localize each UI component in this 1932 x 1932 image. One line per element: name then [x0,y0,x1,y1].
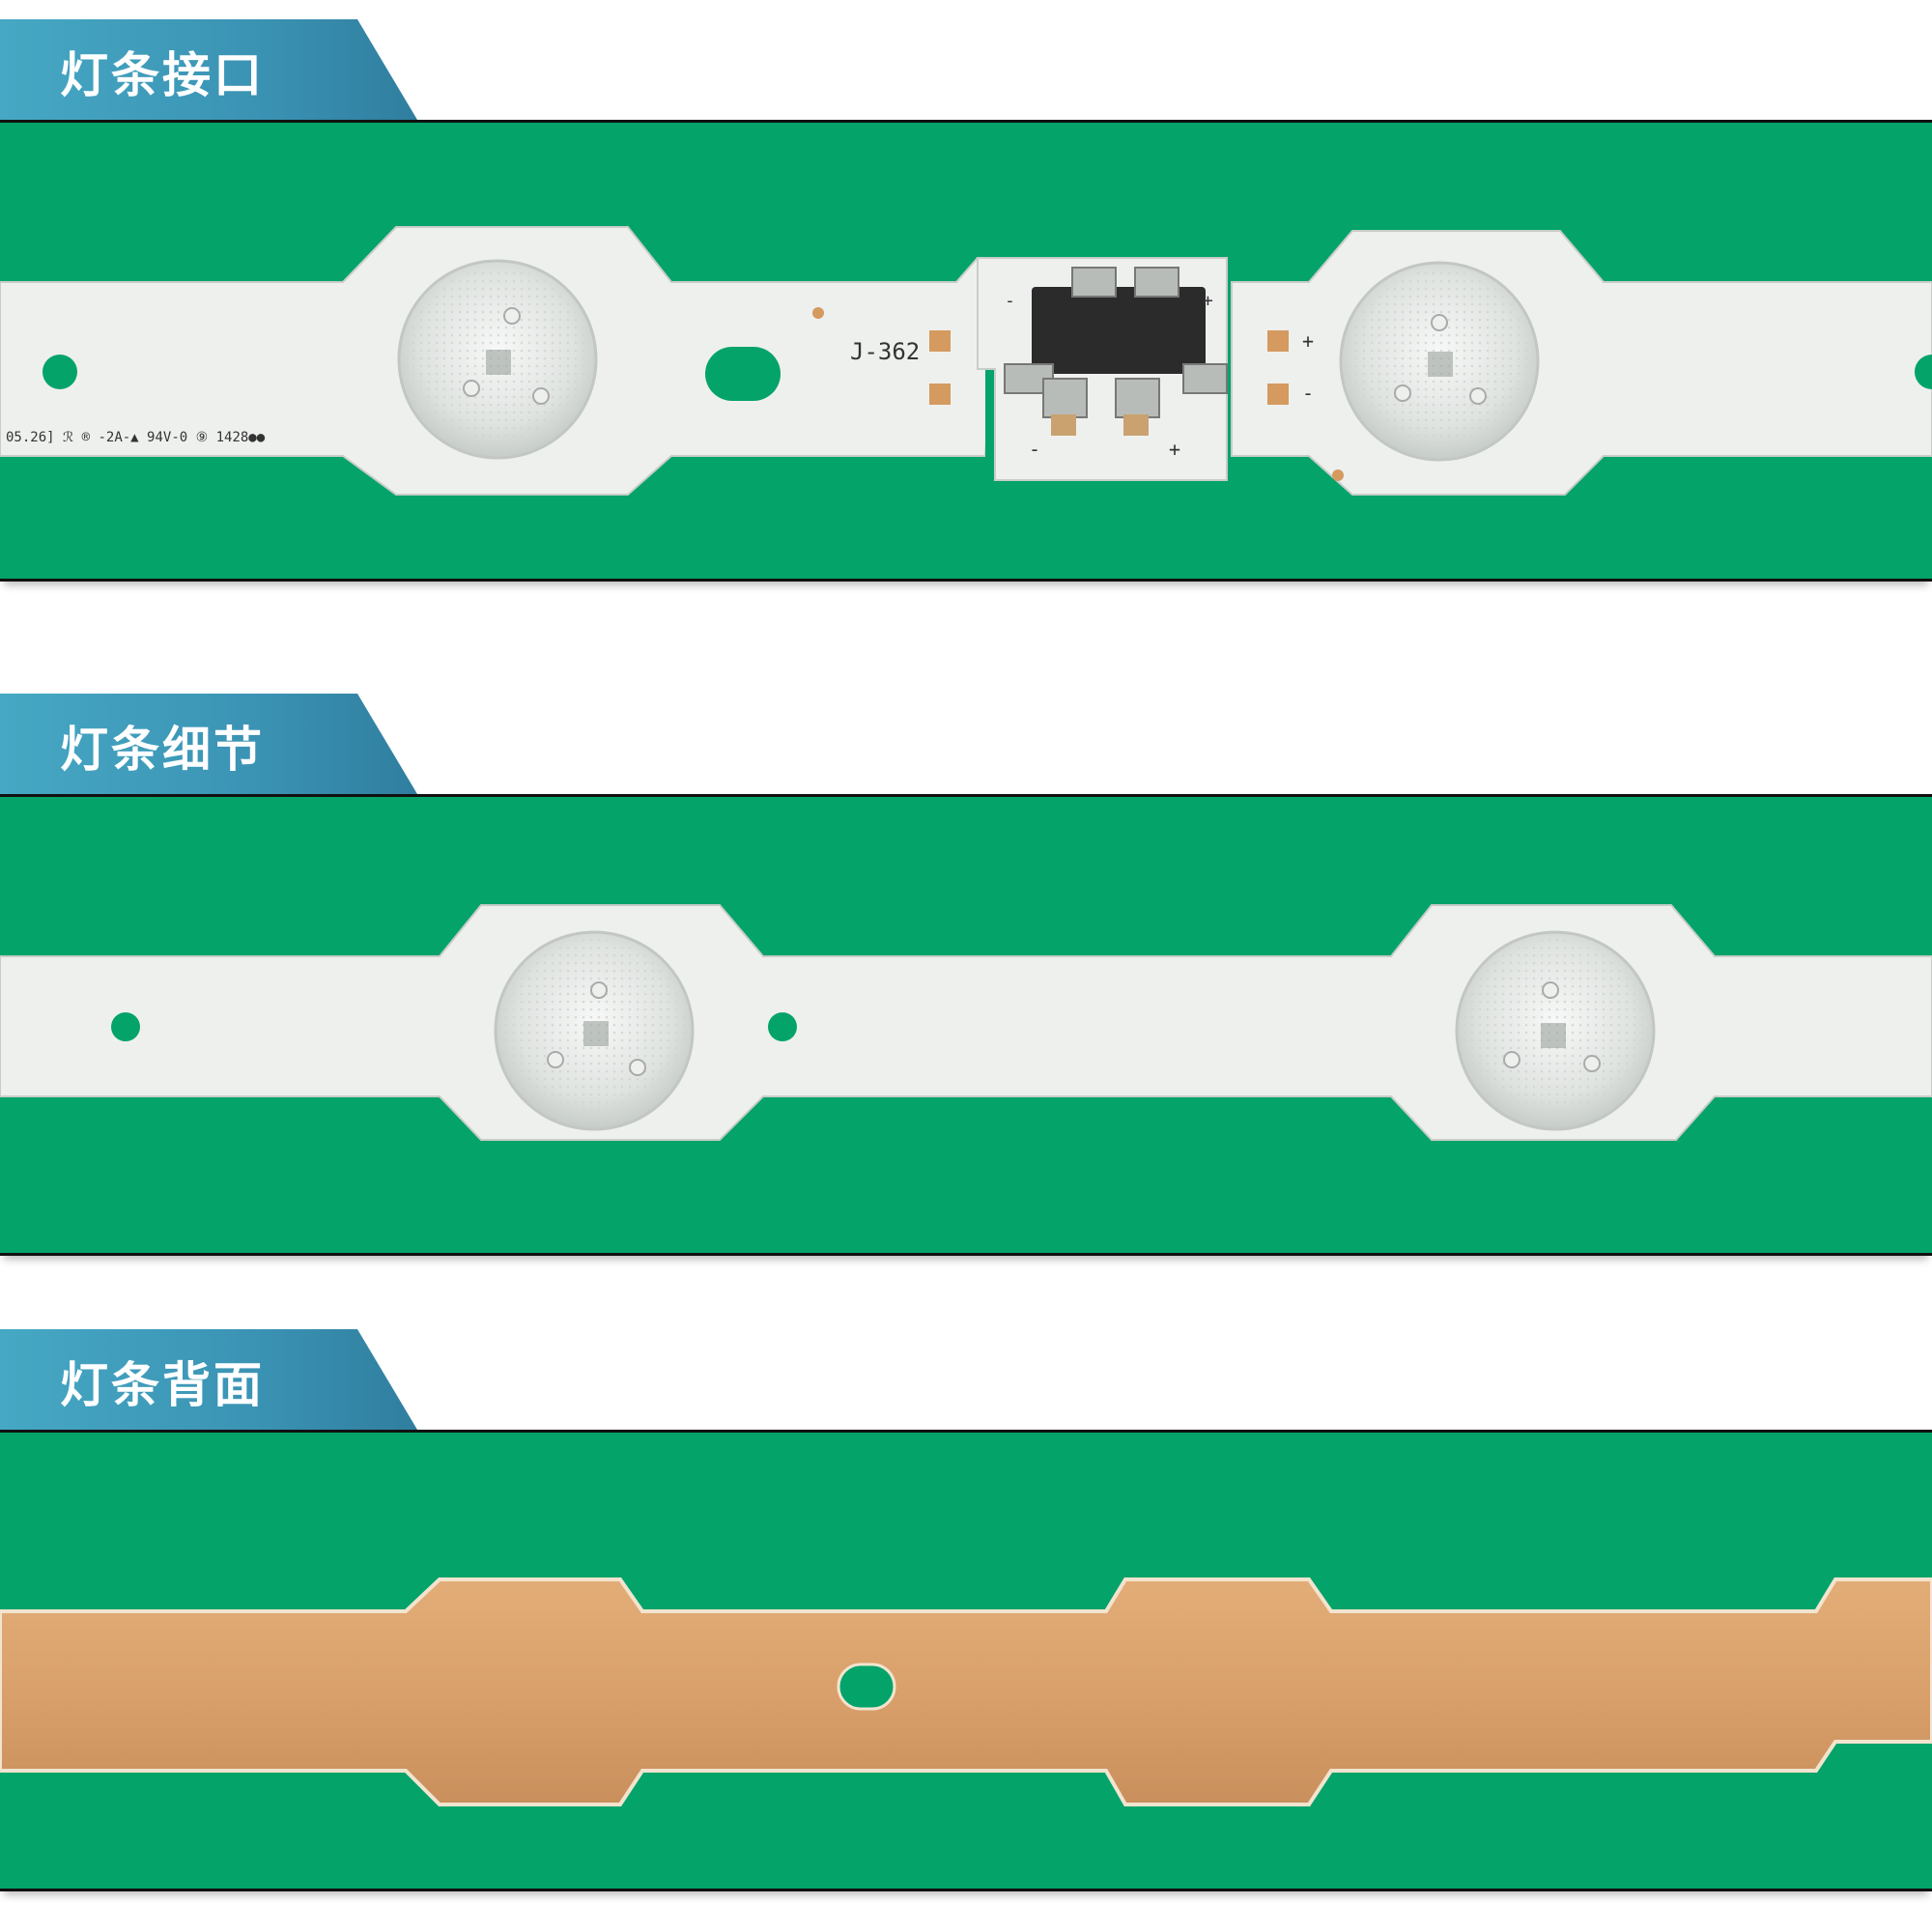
section-title-tab: 灯条背面 [0,1329,417,1430]
pcb-code: J-362 [850,338,920,365]
led-strip-board-back [0,1577,1932,1806]
led-strip-board [0,904,1932,1141]
led-strip-board-right [1231,230,1932,496]
section-title: 灯条背面 [60,1357,265,1413]
section-title-tab: 灯条接口 [0,19,417,120]
polarity-label: + [1169,438,1180,461]
section-detail: 灯条细节 [0,694,1932,1273]
photo-panel-detail [0,794,1932,1256]
polarity-label: + [1203,291,1213,311]
polarity-label: - [1005,291,1015,311]
pcb-marking: 05.26] ℛ ® -2A-▲ 94V-0 ⑨ 1428●● [6,430,266,445]
led-lens-2 [1455,930,1656,1131]
polarity-label: - [1302,382,1314,405]
led-lens-2 [1339,261,1540,462]
section-title: 灯条接口 [60,47,265,103]
led-lens-1 [397,259,598,460]
polarity-label: + [1302,329,1314,353]
led-strip-detail-photo [0,904,1932,1141]
led-strip-front-photo: J-362 05.26] ℛ ® -2A-▲ 94V-0 ⑨ 1428●● - … [0,226,1932,496]
section-title-tab: 灯条细节 [0,694,417,794]
polarity-label: - [1029,438,1040,461]
led-strip-back-photo [0,1577,1932,1806]
section-back: 灯条背面 [0,1329,1932,1909]
photo-panel-connector: J-362 05.26] ℛ ® -2A-▲ 94V-0 ⑨ 1428●● - … [0,120,1932,582]
section-connector: 灯条接口 [0,19,1932,599]
photo-panel-back [0,1430,1932,1891]
connector-housing [1032,287,1206,374]
led-lens-1 [494,930,695,1131]
section-title: 灯条细节 [60,722,265,778]
